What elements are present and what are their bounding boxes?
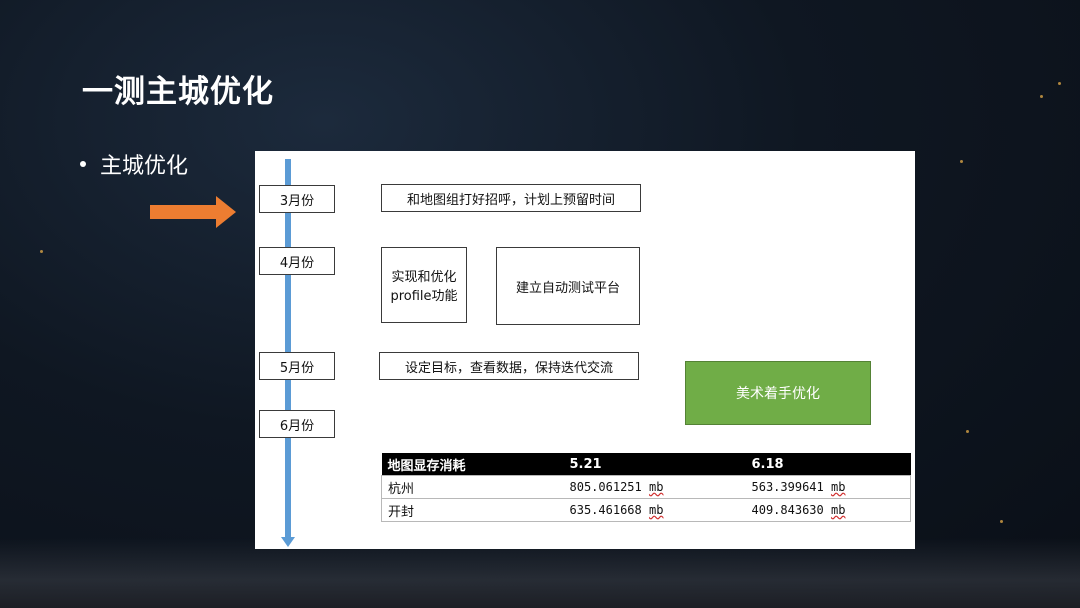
slide-title: 一测主城优化 xyxy=(82,74,274,110)
floor-gradient xyxy=(0,538,1080,608)
table-header-row: 地图显存消耗 5.21 6.18 xyxy=(381,453,911,476)
table-cell-value: 805.061251 mb xyxy=(563,475,746,499)
bullet-text: 主城优化 xyxy=(100,154,189,179)
table-cell-value: 409.843630 mb xyxy=(745,498,911,522)
table-cell-name: 杭州 xyxy=(381,475,564,499)
table-cell-value: 635.461668 mb xyxy=(563,498,746,522)
timeline-arrow-icon xyxy=(281,537,295,547)
table-header: 6.18 xyxy=(745,453,911,476)
task-march: 和地图组打好招呼，计划上预留时间 xyxy=(381,184,641,212)
timeline-bar xyxy=(285,159,291,539)
table-row: 杭州 805.061251 mb 563.399641 mb xyxy=(381,475,911,499)
table-cell-value: 563.399641 mb xyxy=(745,475,911,499)
month-april: 4月份 xyxy=(259,247,335,275)
sparkle-decoration xyxy=(966,430,969,433)
task-profile: 实现和优化profile功能 xyxy=(381,247,467,323)
timeline-panel: 3月份 4月份 5月份 6月份 和地图组打好招呼，计划上预留时间 实现和优化pr… xyxy=(255,151,915,549)
bullet-dot-icon xyxy=(80,161,86,167)
right-arrow-icon xyxy=(150,196,236,228)
month-march: 3月份 xyxy=(259,185,335,213)
sparkle-decoration xyxy=(960,160,963,163)
sparkle-decoration xyxy=(1040,95,1043,98)
sparkle-decoration xyxy=(1058,82,1061,85)
sparkle-decoration xyxy=(40,250,43,253)
table-header: 地图显存消耗 xyxy=(381,453,564,476)
table-cell-name: 开封 xyxy=(381,498,564,522)
month-may: 5月份 xyxy=(259,352,335,380)
memory-table: 地图显存消耗 5.21 6.18 杭州 805.061251 mb 563.39… xyxy=(381,453,911,522)
sparkle-decoration xyxy=(1000,520,1003,523)
bullet-item: 主城优化 xyxy=(80,148,188,180)
task-may: 设定目标，查看数据，保持迭代交流 xyxy=(379,352,639,380)
table-row: 开封 635.461668 mb 409.843630 mb xyxy=(381,498,911,522)
task-auto-test: 建立自动测试平台 xyxy=(496,247,640,325)
table-header: 5.21 xyxy=(563,453,746,476)
month-june: 6月份 xyxy=(259,410,335,438)
task-art-optimize: 美术着手优化 xyxy=(685,361,871,425)
